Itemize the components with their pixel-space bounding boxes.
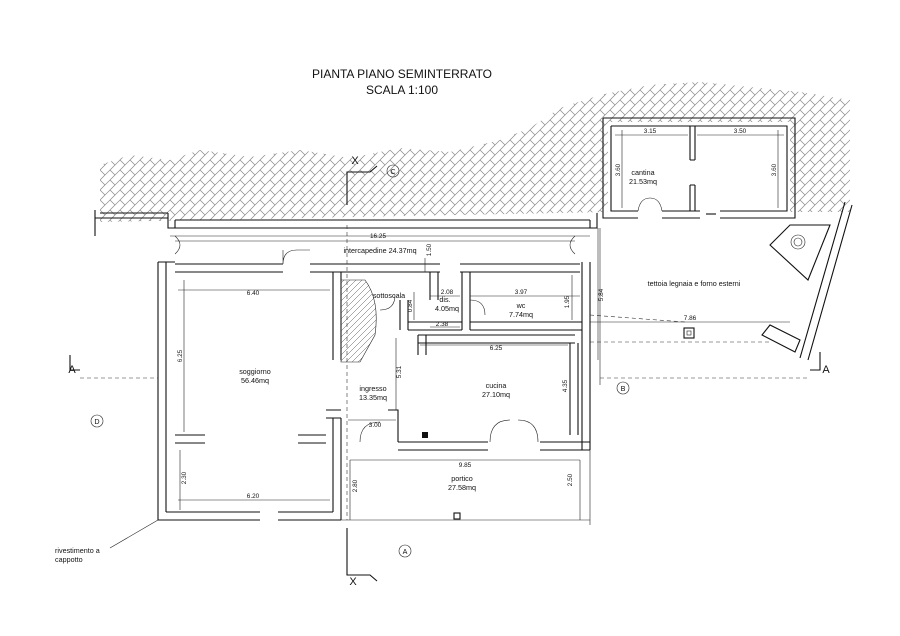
label-portico: portico: [451, 474, 473, 483]
plan-title: PIANTA PIANO SEMINTERRATO: [312, 67, 492, 81]
section-x-top: X: [351, 155, 359, 167]
label-cucina-area: 27.10mq: [482, 390, 510, 399]
section-a-left: A: [68, 364, 76, 376]
label-dis: dis.: [439, 295, 450, 304]
label-soggiorno: soggiorno: [239, 367, 271, 376]
cantina-walls: [602, 117, 796, 219]
staircase: [340, 279, 377, 363]
svg-text:C: C: [390, 167, 395, 176]
dim-2-50: 2.50: [567, 473, 574, 486]
marker-d: D: [90, 414, 104, 428]
marker-b: B: [616, 381, 630, 395]
dim-2-80: 2.80: [352, 479, 359, 492]
label-tettoia: tettoia legnaia e forno esterni: [648, 279, 741, 288]
dim-7-86: 7.86: [684, 315, 697, 322]
dim-4-35: 4.35: [562, 379, 569, 392]
svg-text:A: A: [403, 547, 408, 556]
dim-3-60-right: 3.60: [771, 163, 778, 176]
label-wc-area: 7.74mq: [509, 310, 533, 319]
dim-1-95: 1.95: [564, 295, 571, 308]
terrain-hatch: [100, 82, 850, 222]
svg-text:B: B: [621, 384, 626, 393]
label-ingresso-area: 13.35mq: [359, 393, 387, 402]
dim-3-50: 3.50: [734, 128, 747, 135]
retaining-wall: [94, 210, 598, 237]
label-sottoscala: sottoscala: [373, 291, 405, 300]
label-dis-area: 4.05mq: [435, 304, 459, 313]
dim-2-30: 2.30: [181, 471, 188, 484]
label-intercapedine: intercapedine 24.37mq: [343, 246, 416, 255]
dim-5-84: 5.84: [598, 288, 605, 301]
label-cantina-area: 21.53mq: [629, 177, 657, 186]
dim-3-60-left: 3.60: [615, 163, 622, 176]
section-lines: [69, 165, 821, 582]
section-a-right: A: [822, 364, 830, 376]
dim-0-84: 0.84: [407, 299, 414, 312]
dim-2-08: 2.08: [441, 289, 454, 296]
dim-1-50: 1.50: [426, 243, 433, 256]
dim-16-25: 16.25: [370, 233, 386, 240]
marker-c: C: [386, 164, 400, 178]
dim-9-85: 9.85: [459, 462, 472, 469]
dim-2-38: 2.38: [436, 321, 449, 328]
label-wc: wc: [516, 301, 526, 310]
note-rivestimento: rivestimento a: [55, 546, 100, 555]
svg-text:D: D: [94, 417, 99, 426]
dim-3-15: 3.15: [644, 128, 657, 135]
label-portico-area: 27.58mq: [448, 483, 476, 492]
intercapedine-door-right: [569, 235, 576, 255]
dim-6-25-horizontal: 6.25: [490, 345, 503, 352]
label-cantina: cantina: [631, 168, 654, 177]
label-ingresso: ingresso: [359, 384, 386, 393]
dim-6-40: 6.40: [247, 290, 260, 297]
intercapedine-door-left: [174, 235, 181, 255]
dim-3-00: 3.00: [369, 422, 382, 429]
portico-area: [341, 450, 591, 525]
dimension-lines: [175, 130, 790, 520]
plan-scale: SCALA 1:100: [366, 83, 438, 97]
dim-6-25-vertical: 6.25: [177, 349, 184, 362]
label-soggiorno-area: 56.46mq: [241, 376, 269, 385]
label-cucina: cucina: [486, 381, 507, 390]
note-leader: [109, 519, 159, 549]
section-x-bottom: X: [349, 576, 357, 588]
main-walls: [157, 249, 591, 521]
tettoia-area: [589, 201, 853, 385]
dim-6-20: 6.20: [247, 493, 260, 500]
dim-3-97: 3.97: [515, 289, 528, 296]
dim-5-31: 5.31: [396, 365, 403, 378]
note-cappotto: cappotto: [55, 555, 83, 564]
marker-a: A: [398, 544, 412, 558]
